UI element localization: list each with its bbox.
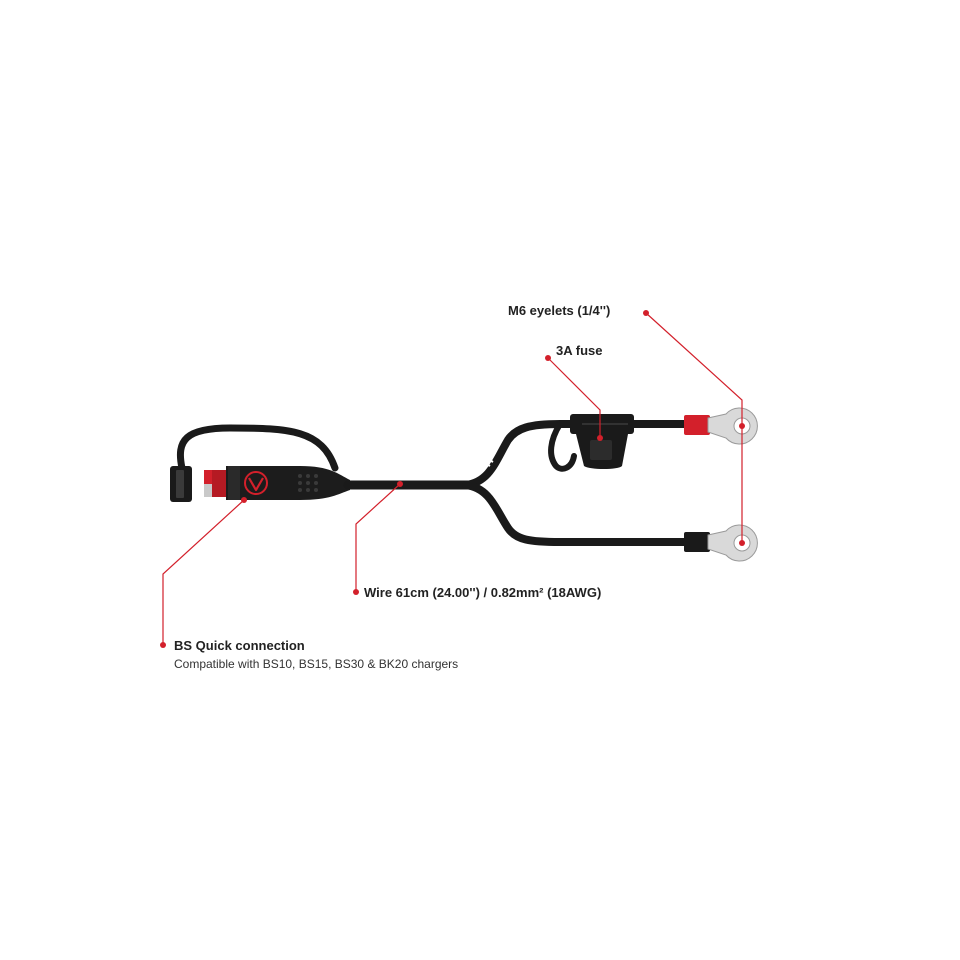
connector-label: BS Quick connection — [174, 638, 305, 653]
positive-terminal-boot — [684, 415, 710, 435]
fuse-holder — [548, 414, 634, 472]
eyelets-label: M6 eyelets (1/4'') — [508, 303, 611, 318]
dust-cap-strap — [176, 424, 339, 472]
connector-compatibility: Compatible with BS10, BS15, BS30 & BK20 … — [174, 657, 459, 671]
negative-branch-cable — [462, 481, 694, 546]
wire-label: Wire 61cm (24.00'') / 0.82mm² (18AWG) — [364, 586, 601, 599]
negative-terminal-boot — [684, 532, 710, 552]
negative-eyelet — [707, 524, 758, 562]
sae-connector — [204, 470, 226, 497]
connector-callout: BS Quick connection Compatible with BS10… — [174, 639, 458, 670]
callout-lines — [162, 312, 743, 645]
brand-logo-icon — [244, 471, 268, 495]
callout-dots — [160, 310, 745, 648]
positive-branch-cable — [462, 420, 694, 489]
grip-dots — [298, 474, 318, 492]
wire-label-text: Wire 61cm (24.00'') / 0.82mm² (18AWG) — [364, 585, 602, 600]
branch-markers — [479, 455, 494, 523]
fuse-label: 3A fuse — [556, 343, 603, 358]
positive-eyelet — [707, 407, 758, 445]
